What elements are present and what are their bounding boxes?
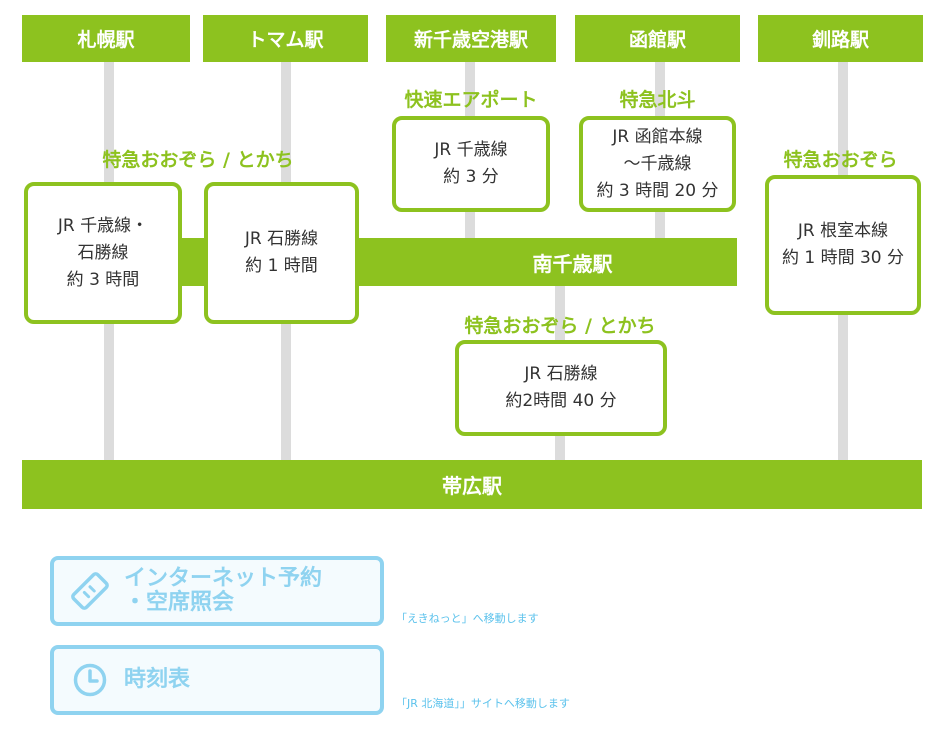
station-minamichitose-label: 南千歳駅 — [532, 251, 613, 276]
route-box-kushiro: JR 根室本線 約 1 時間 30 分 — [765, 175, 921, 315]
route-box-tomamu: JR 石勝線 約 1 時間 — [204, 182, 359, 324]
station-tomamu: トマム駅 — [203, 15, 368, 62]
train-label-airport: 快速エアポート — [404, 89, 538, 111]
station-obihiro-label: 帯広駅 — [442, 474, 502, 498]
route-time: 約 1 時間 30 分 — [781, 248, 905, 268]
route-line: JR 千歳線 — [434, 140, 508, 160]
internet-reservation-label-line2: ・空席照会 — [124, 590, 235, 615]
route-line: JR 千歳線・ — [57, 215, 149, 236]
internet-reservation-note: 「えきねっと」へ移動します — [396, 612, 539, 625]
route-line: JR 函館本線 — [612, 126, 703, 147]
route-line: JR 石勝線 — [244, 229, 319, 249]
route-time: 約 3 時間 — [66, 269, 140, 290]
train-label-hokuto: 特急北斗 — [619, 89, 696, 111]
station-hakodate: 函館駅 — [575, 15, 740, 62]
station-sapporo: 札幌駅 — [22, 15, 190, 62]
route-time: 約2時間 40 分 — [505, 391, 617, 411]
route-box-hakodate: JR 函館本線 ～千歳線 約 3 時間 20 分 — [579, 116, 736, 212]
timetable-button[interactable]: 時刻表 — [50, 645, 384, 715]
route-box-minamichitose: JR 石勝線 約2時間 40 分 — [455, 340, 667, 436]
train-label-ozora: 特急おおぞら — [783, 149, 898, 171]
clock-icon — [70, 660, 110, 700]
ticket-icon — [68, 569, 112, 613]
train-label-ozora-tokachi-top: 特急おおぞら / とかち — [102, 149, 294, 171]
route-line: ～千歳線 — [623, 153, 692, 174]
route-line: 石勝線 — [77, 242, 129, 263]
timetable-note: 「JR 北海道」」サイトへ移動します — [396, 697, 570, 710]
route-box-sapporo: JR 千歳線・ 石勝線 約 3 時間 — [24, 182, 182, 324]
internet-reservation-label-line1: インターネット予約 — [124, 566, 323, 591]
train-label-ozora-tokachi-bottom: 特急おおぞら / とかち — [464, 315, 656, 337]
station-kushiro: 釧路駅 — [758, 15, 923, 62]
route-time: 約 3 時間 20 分 — [596, 180, 719, 201]
timetable-label: 時刻表 — [124, 667, 191, 692]
route-box-airport: JR 千歳線 約 3 分 — [392, 116, 550, 212]
route-line: JR 根室本線 — [797, 221, 889, 241]
route-time: 約 3 分 — [443, 167, 499, 187]
station-obihiro-bar: 帯広駅 — [22, 460, 922, 509]
internet-reservation-button[interactable]: インターネット予約 ・空席照会 — [50, 556, 384, 626]
route-line: JR 石勝線 — [524, 364, 598, 384]
route-time: 約 1 時間 — [245, 256, 318, 276]
station-new-chitose-airport: 新千歳空港駅 — [386, 15, 556, 62]
